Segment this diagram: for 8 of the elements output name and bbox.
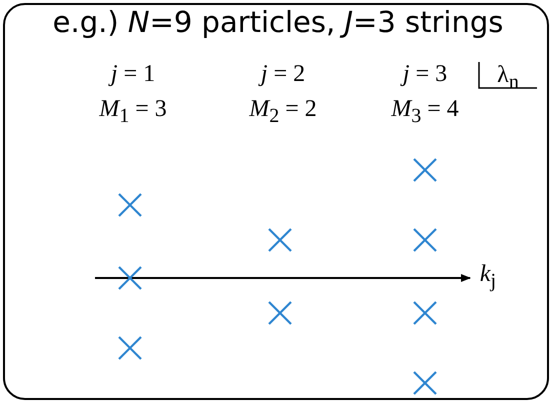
string-index: j = 2 bbox=[260, 62, 306, 86]
axis-label: k$_{j}$ bbox=[480, 262, 496, 291]
string-index: j = 1 bbox=[110, 62, 156, 86]
string-length: M$_{1}$ = 3 bbox=[99, 97, 167, 126]
string-length: M$_{3}$ = 4 bbox=[391, 97, 459, 126]
title: e.g.) N=9 particles, J=3 strings bbox=[52, 8, 504, 37]
string-length: M$_{2}$ = 2 bbox=[249, 97, 317, 126]
string-index: j = 3 bbox=[402, 62, 448, 86]
